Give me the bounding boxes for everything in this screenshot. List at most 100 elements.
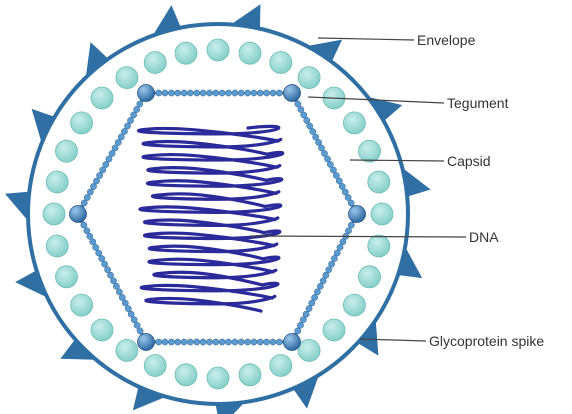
capsid-capsomere	[219, 339, 225, 345]
capsid-capsomere	[342, 189, 348, 195]
capsid-vertex	[284, 334, 301, 351]
capsid-capsomere	[329, 261, 335, 267]
capsid-capsomere	[310, 128, 316, 134]
capsid-capsomere	[270, 90, 276, 96]
capsid-vertex	[138, 334, 155, 351]
capsid-capsomere	[187, 90, 193, 96]
tegument-protein	[359, 140, 381, 162]
capsid-capsomere	[194, 339, 200, 345]
capsid-capsomere	[168, 90, 174, 96]
capsid-capsomere	[303, 311, 309, 317]
capsid-capsomere	[306, 306, 312, 312]
capsid-capsomere	[113, 283, 119, 289]
capsid-capsomere	[336, 178, 342, 184]
capsid-capsomere	[327, 161, 333, 167]
capsid-capsomere	[81, 222, 87, 228]
capsid-capsomere	[345, 228, 351, 234]
capsid-capsomere	[298, 106, 304, 112]
capsid-capsomere	[295, 101, 301, 107]
tegument-protein	[43, 203, 65, 225]
capsid-capsomere	[168, 339, 174, 345]
capsid-capsomere	[232, 339, 238, 345]
envelope-leader-line	[318, 38, 414, 40]
tegument-protein	[239, 42, 261, 64]
capsid-capsomere	[225, 339, 231, 345]
tegument-protein	[298, 339, 320, 361]
capsid-capsomere	[276, 339, 282, 345]
capsid-capsomere	[219, 90, 225, 96]
capsid-capsomere	[318, 145, 324, 151]
capsid-capsomere	[118, 134, 124, 140]
capsid-capsomere	[134, 322, 140, 328]
capsid-capsomere	[313, 134, 319, 140]
tegument-protein	[368, 235, 390, 257]
capsid-capsomere	[295, 328, 301, 334]
tegument-protein	[116, 339, 138, 361]
tegument-protein	[239, 364, 261, 386]
capsid-capsomere	[206, 339, 212, 345]
capsid-capsomere	[300, 317, 306, 323]
tegument-protein	[46, 171, 68, 193]
capsid-capsomere	[137, 328, 143, 334]
capsid-capsomere	[333, 172, 339, 178]
capsid-capsomere	[187, 339, 193, 345]
capsid-capsomere	[84, 194, 90, 200]
capsid-label: Capsid	[447, 153, 491, 169]
capsid-capsomere	[264, 90, 270, 96]
tegument-protein	[144, 355, 166, 377]
capsid-capsomere	[194, 90, 200, 96]
capsid-vertex	[284, 85, 301, 102]
capsid-capsomere	[321, 150, 327, 156]
capsid-capsomere	[112, 145, 118, 151]
capsid-capsomere	[251, 339, 257, 345]
capsid-capsomere	[330, 167, 336, 173]
tegument-protein	[116, 67, 138, 89]
capsid-capsomere	[175, 339, 181, 345]
capsid-capsomere	[131, 317, 137, 323]
capsid-capsomere	[87, 189, 93, 195]
capsid-capsomere	[96, 250, 102, 256]
capsid-capsomere	[225, 90, 231, 96]
tegument-protein	[371, 203, 393, 225]
capsid-capsomere	[245, 90, 251, 96]
capsid-capsomere	[107, 272, 113, 278]
capsid-capsomere	[93, 244, 99, 250]
capsid-capsomere	[105, 267, 111, 273]
capsid-capsomere	[348, 200, 354, 206]
capsid-vertex	[138, 85, 155, 102]
capsid-capsomere	[125, 306, 131, 312]
tegument-protein	[56, 140, 78, 162]
capsid-capsomere	[128, 311, 134, 317]
capsid-capsomere	[84, 228, 90, 234]
capsid-capsomere	[103, 161, 109, 167]
capsid-capsomere	[156, 90, 162, 96]
capsid-capsomere	[200, 90, 206, 96]
capsid-capsomere	[115, 139, 121, 145]
tegument-protein	[298, 67, 320, 89]
tegument-protein	[343, 112, 365, 134]
capsid-capsomere	[213, 339, 219, 345]
dna-label: DNA	[469, 229, 499, 245]
capsid-vertex	[70, 206, 87, 223]
capsid-vertex	[349, 206, 366, 223]
capsid-capsomere	[320, 278, 326, 284]
capsid-capsomere	[162, 339, 168, 345]
capsid-capsomere	[301, 112, 307, 118]
capsid-capsomere	[339, 183, 345, 189]
capsid-capsomere	[119, 294, 125, 300]
capsid-capsomere	[175, 90, 181, 96]
tegument-protein	[91, 87, 113, 109]
tegument-protein	[368, 171, 390, 193]
capsid-capsomere	[297, 322, 303, 328]
tegument-label: Tegument	[447, 95, 509, 111]
capsid-capsomere	[317, 283, 323, 289]
capsid-capsomere	[270, 339, 276, 345]
capsid-capsomere	[90, 239, 96, 245]
capsid-capsomere	[124, 123, 130, 129]
capsid-capsomere	[314, 289, 320, 295]
capsid-capsomere	[109, 150, 115, 156]
glycoprotein-spike-label: Glycoprotein spike	[429, 333, 544, 349]
capsid-capsomere	[99, 255, 105, 261]
capsid-capsomere	[87, 233, 93, 239]
